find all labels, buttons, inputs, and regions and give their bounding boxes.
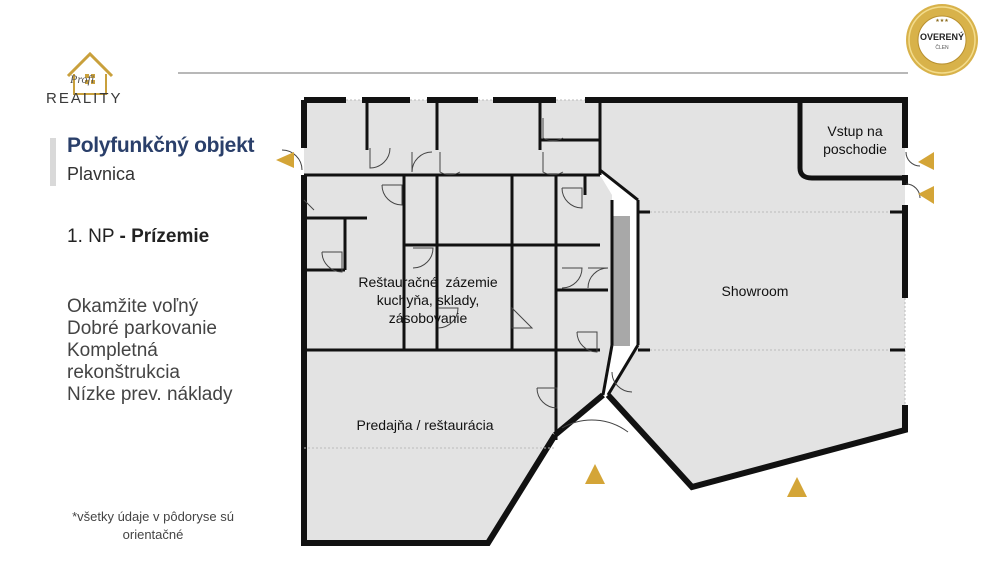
verified-member-badge: OVERENÝ ČLEN ★★★ — [906, 4, 978, 76]
badge-main-text: OVERENÝ — [920, 31, 964, 42]
room-label-line: kuchyňa, sklady, — [376, 292, 480, 308]
floor-label: 1. NP - Prízemie — [67, 226, 209, 248]
diagonal-wall — [553, 392, 605, 438]
room-label-line: Reštauračné zázemie — [358, 274, 498, 290]
logo-script-text: Profi — [70, 72, 95, 86]
feature-item: Dobré parkovanie — [67, 318, 217, 339]
right-outer-wall — [605, 392, 908, 491]
feature-item: Okamžite voľný — [67, 296, 199, 317]
location-label: Plavnica — [67, 164, 136, 184]
profi-reality-logo — [66, 51, 114, 95]
feature-item: Nízke prev. náklady — [67, 384, 233, 405]
left-outer-wall — [301, 290, 558, 546]
entrance-arrow — [585, 464, 605, 484]
room-label-predajna: Predajňa / reštaurácia — [356, 417, 494, 433]
room-label-showroom: Showroom — [721, 283, 789, 299]
badge-sub-text: ČLEN — [935, 44, 949, 51]
right-wing-floor — [600, 100, 905, 487]
heading-accent-bar — [50, 138, 56, 186]
room-label-line: poschodie — [823, 141, 887, 157]
disclaimer-line: orientačné — [122, 527, 184, 542]
entrance-arrow — [787, 477, 807, 497]
top-divider — [178, 72, 908, 74]
entrance-arrow — [918, 152, 934, 170]
page-title: Polyfunkčný objekt — [67, 134, 255, 157]
left-wing-floor — [304, 100, 612, 543]
entrance-arrow — [276, 152, 294, 168]
right-outer-wall — [590, 97, 908, 148]
room-label-zazemie: Reštauračné zázemie kuchyňa, sklady, zás… — [348, 273, 508, 327]
room-label-line: zásobovanie — [388, 310, 468, 326]
floor-number: 1. NP — [67, 226, 115, 247]
floor-name: - Prízemie — [119, 226, 210, 247]
room-label-vstup: Vstup na poschodie — [810, 122, 900, 158]
feature-item: Kompletná — [67, 340, 158, 361]
disclaimer-note: *všetky údaje v pôdoryse sú orientačné — [58, 508, 248, 544]
logo-wordmark: REALITY — [46, 90, 123, 107]
svg-text:★★★: ★★★ — [935, 18, 949, 24]
feature-list: Okamžite voľný Dobré parkovanie Kompletn… — [67, 296, 232, 406]
feature-item: rekonštrukcia — [67, 362, 180, 383]
disclaimer-line: *všetky údaje v pôdoryse sú — [72, 509, 234, 524]
corridor-hatch — [612, 216, 630, 346]
room-label-line: Vstup na — [827, 123, 883, 139]
entrance-arrow — [918, 186, 934, 204]
